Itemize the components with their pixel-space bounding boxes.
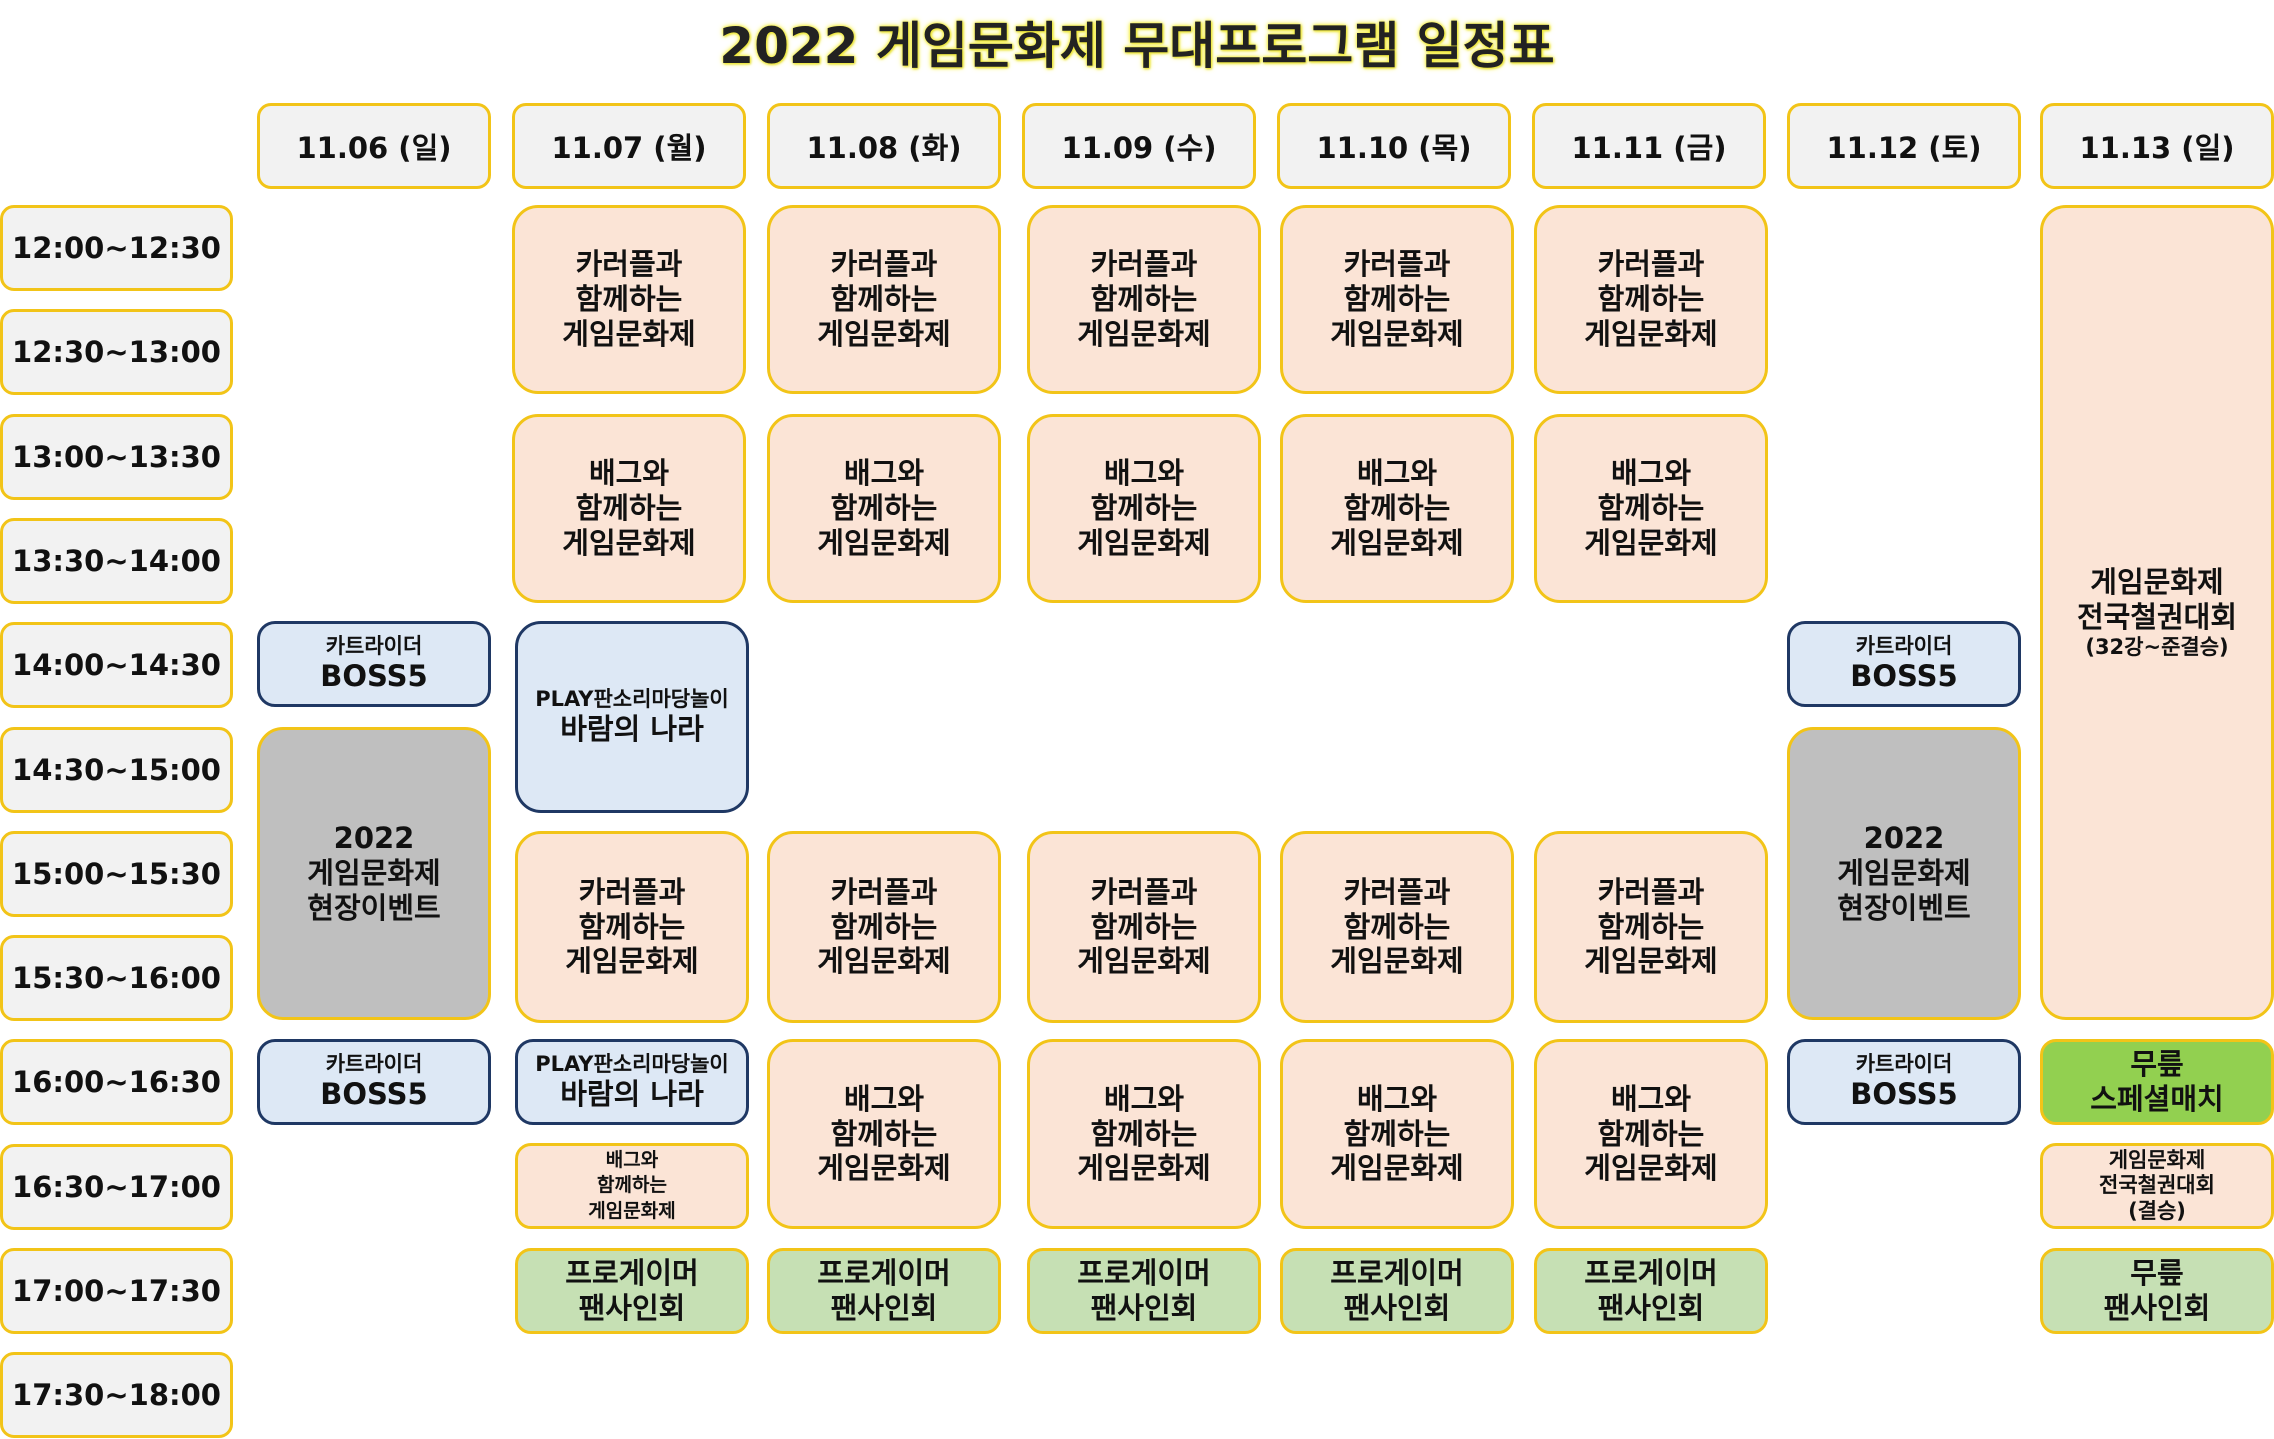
event-onsite: 2022 게임문화제 현장이벤트 [257,727,491,1020]
event-play-label: PLAY판소리마당놀이 [535,687,729,711]
event-pro-fan-signing: 프로게이머 팬사인회 [515,1248,749,1334]
page-title: 2022 게임문화제 무대프로그램 일정표 [719,17,1555,75]
time-slot: 15:00~15:30 [0,831,233,917]
event-carrier: 카러플과 함께하는 게임문화제 [1534,831,1768,1023]
event-carrier: 카러플과 함께하는 게임문화제 [1534,205,1768,394]
event-battleground: 배그와 함께하는 게임문화제 [1280,414,1514,603]
event-boss5-label: BOSS5 [320,659,428,694]
day-header-1112: 11.12 (토) [1787,103,2021,189]
event-pro-fan-signing: 프로게이머 팬사인회 [1027,1248,1261,1334]
event-national-label: 게임문화제 전국철권대회 [2076,565,2238,634]
day-header-1110: 11.10 (목) [1277,103,1511,189]
event-carrier: 카러플과 함께하는 게임문화제 [767,205,1001,394]
event-kartrider-label: 카트라이더 [1855,1052,1953,1076]
time-slot: 16:00~16:30 [0,1039,233,1125]
event-battleground: 배그와 함께하는 게임문화제 [767,414,1001,603]
event-boss5-label: BOSS5 [1850,659,1958,694]
event-kartrider-label: 카트라이더 [325,1052,423,1076]
event-carrier: 카러플과 함께하는 게임문화제 [515,831,749,1023]
day-header-1111: 11.11 (금) [1532,103,1766,189]
event-baram-label: 바람의 나라 [560,712,704,747]
event-carrier: 카러플과 함께하는 게임문화제 [767,831,1001,1023]
day-header-1106: 11.06 (일) [257,103,491,189]
event-battleground: 배그와 함께하는 게임문화제 [1534,414,1768,603]
event-carrier: 카러플과 함께하는 게임문화제 [1027,205,1261,394]
event-boss5-label: BOSS5 [1850,1077,1958,1112]
time-slot: 17:30~18:00 [0,1352,233,1438]
time-slot: 14:00~14:30 [0,622,233,708]
event-national-final: 게임문화제 전국철권대회 (결승) [2040,1143,2274,1229]
event-battleground: 배그와 함께하는 게임문화제 [1027,1039,1261,1229]
event-kartrider-label: 카트라이더 [1855,634,1953,658]
time-slot: 12:30~13:00 [0,309,233,395]
event-carrier: 카러플과 함께하는 게임문화제 [512,205,746,394]
event-national-tekken: 게임문화제 전국철권대회(32강~준결승) [2040,205,2274,1020]
event-carrier: 카러플과 함께하는 게임문화제 [1027,831,1261,1023]
event-kartrider-label: 카트라이더 [325,634,423,658]
time-slot: 15:30~16:00 [0,935,233,1021]
day-header-1108: 11.08 (화) [767,103,1001,189]
time-slot: 13:30~14:00 [0,518,233,604]
event-battleground-small: 배그와 함께하는 게임문화제 [515,1143,749,1229]
event-mureup-fan-signing: 무릎 팬사인회 [2040,1248,2274,1334]
time-slot: 16:30~17:00 [0,1144,233,1230]
event-mureup-special-match: 무릎 스페셜매치 [2040,1039,2274,1125]
day-header-1109: 11.09 (수) [1022,103,1256,189]
event-battleground: 배그와 함께하는 게임문화제 [512,414,746,603]
event-battleground: 배그와 함께하는 게임문화제 [1280,1039,1514,1229]
event-national-sub: (32강~준결승) [2085,634,2229,659]
time-slot: 12:00~12:30 [0,205,233,291]
event-play-label: PLAY판소리마당놀이 [535,1052,729,1076]
event-pro-fan-signing: 프로게이머 팬사인회 [1280,1248,1514,1334]
day-header-1107: 11.07 (월) [512,103,746,189]
event-battleground: 배그와 함께하는 게임문화제 [1534,1039,1768,1229]
event-carrier: 카러플과 함께하는 게임문화제 [1280,205,1514,394]
day-header-1113: 11.13 (일) [2040,103,2274,189]
event-battleground: 배그와 함께하는 게임문화제 [767,1039,1001,1229]
event-carrier: 카러플과 함께하는 게임문화제 [1280,831,1514,1023]
time-slot: 14:30~15:00 [0,727,233,813]
event-pro-fan-signing: 프로게이머 팬사인회 [767,1248,1001,1334]
event-baram-label: 바람의 나라 [560,1077,704,1112]
event-onsite: 2022 게임문화제 현장이벤트 [1787,727,2021,1020]
time-slot: 17:00~17:30 [0,1248,233,1334]
event-boss5-label: BOSS5 [320,1077,428,1112]
event-pro-fan-signing: 프로게이머 팬사인회 [1534,1248,1768,1334]
time-slot: 13:00~13:30 [0,414,233,500]
event-battleground: 배그와 함께하는 게임문화제 [1027,414,1261,603]
